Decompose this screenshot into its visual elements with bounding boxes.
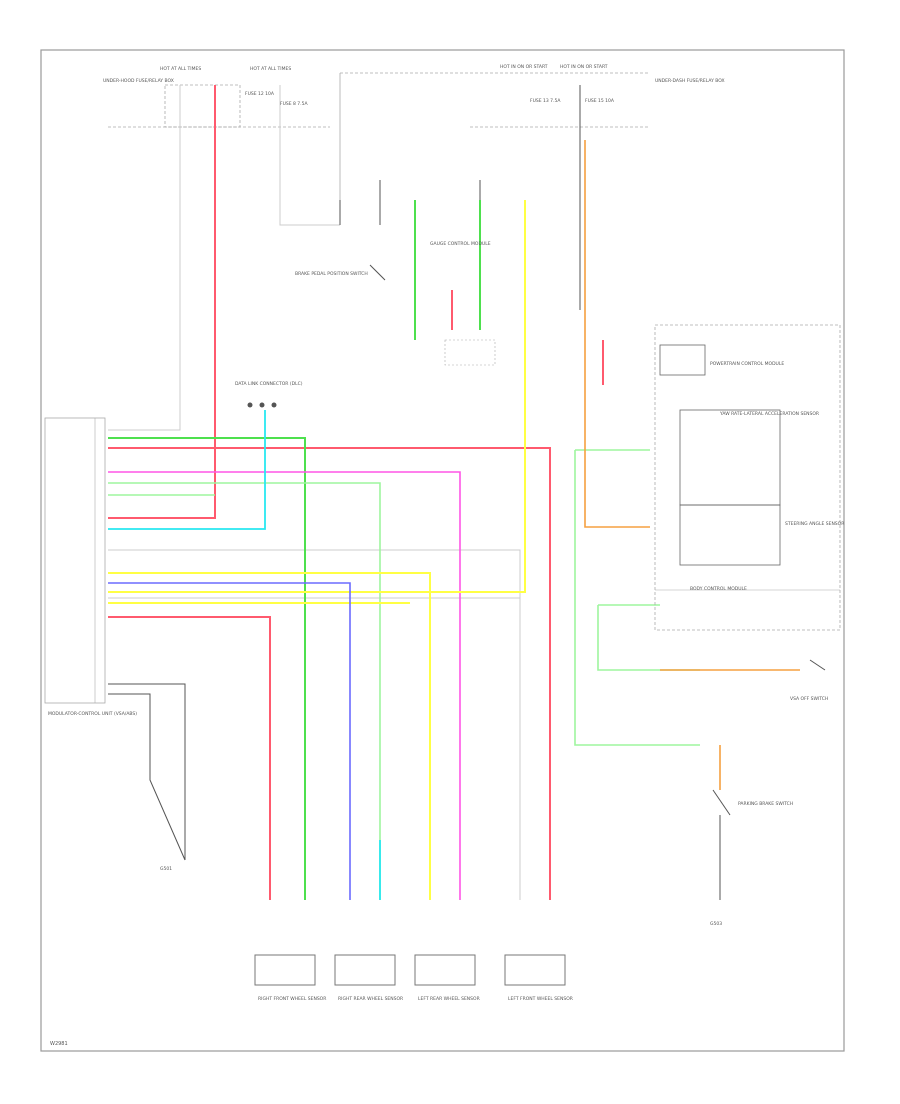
cyan-wires xyxy=(108,410,381,900)
brake-switch: BRAKE PEDAL POSITION SWITCH xyxy=(295,264,386,281)
blue-wires xyxy=(108,582,351,900)
wheel-sensor-label: RIGHT REAR WHEEL SENSOR xyxy=(338,996,403,1002)
fuse-box-title: UNDER-DASH FUSE/RELAY BOX xyxy=(655,78,725,84)
fuse-box-title: UNDER-HOOD FUSE/RELAY BOX xyxy=(103,78,174,84)
wheel-sensor-rf: RIGHT FRONT WHEEL SENSOR xyxy=(254,954,326,1002)
fuse-label: FUSE 12 10A xyxy=(245,91,275,97)
vsa-switch-label: VSA OFF SWITCH xyxy=(790,696,828,702)
page-border xyxy=(40,49,845,1052)
ground-label: G503 xyxy=(710,921,722,927)
ground-left: G501 xyxy=(160,866,172,872)
wheel-sensor-label: RIGHT FRONT WHEEL SENSOR xyxy=(258,996,326,1002)
fuse-box-right: HOT IN ON OR START HOT IN ON OR START UN… xyxy=(339,64,725,200)
fuse-label: FUSE 8 7.5A xyxy=(280,101,308,107)
gauge-module: GAUGE CONTROL MODULE xyxy=(430,241,496,366)
green-wires xyxy=(108,200,481,900)
bcm-label: BODY CONTROL MODULE xyxy=(690,586,747,592)
dark-wires xyxy=(108,85,581,861)
brake-switch-label: BRAKE PEDAL POSITION SWITCH xyxy=(295,271,368,277)
yaw-sensor-label: YAW RATE-LATERAL ACCELERATION SENSOR xyxy=(719,411,819,417)
vsa-off-switch: VSA OFF SWITCH xyxy=(790,659,828,702)
parking-brake-switch: PARKING BRAKE SWITCH xyxy=(712,789,793,900)
dlc-label: DATA LINK CONNECTOR (DLC) xyxy=(235,381,303,387)
module-label: MODULATOR-CONTROL UNIT (VSA/ABS) xyxy=(48,711,137,717)
wheel-sensor-lr: LEFT REAR WHEEL SENSOR xyxy=(414,954,480,1002)
orange-wires xyxy=(584,140,800,790)
gauge-module-label: GAUGE CONTROL MODULE xyxy=(430,241,491,247)
fuse-box-left: HOT AT ALL TIMES HOT AT ALL TIMES UNDER-… xyxy=(103,66,330,128)
red-wires xyxy=(108,85,604,900)
fuse-block-label: HOT IN ON OR START xyxy=(560,64,608,70)
wheel-sensor-lf: LEFT FRONT WHEEL SENSOR xyxy=(504,954,573,1002)
page-id: W2981 xyxy=(50,1041,68,1047)
pink-wires xyxy=(108,471,461,900)
gray-wires xyxy=(108,85,521,900)
wheel-sensor-label: LEFT REAR WHEEL SENSOR xyxy=(418,996,480,1002)
fuse-block-label: HOT AT ALL TIMES xyxy=(160,66,201,72)
body-control-module: POWERTRAIN CONTROL MODULE YAW RATE-LATER… xyxy=(654,324,844,631)
dlc-connector: DATA LINK CONNECTOR (DLC) xyxy=(235,381,303,408)
fuse-label: FUSE 15 10A xyxy=(585,98,615,104)
fuse-block-label: HOT AT ALL TIMES xyxy=(250,66,291,72)
main-module: MODULATOR-CONTROL UNIT (VSA/ABS) xyxy=(44,417,137,717)
steering-sensor-label: STEERING ANGLE SENSOR xyxy=(785,521,844,527)
ground-right: G503 xyxy=(710,921,722,927)
pcm-label: POWERTRAIN CONTROL MODULE xyxy=(710,361,784,367)
ground-label: G501 xyxy=(160,866,172,872)
wheel-sensor-label: LEFT FRONT WHEEL SENSOR xyxy=(508,996,573,1002)
yellow-wires xyxy=(108,200,526,900)
parking-brake-label: PARKING BRAKE SWITCH xyxy=(738,801,793,807)
fuse-block-label: HOT IN ON OR START xyxy=(500,64,548,70)
wheel-sensor-rr: RIGHT REAR WHEEL SENSOR xyxy=(334,954,403,1002)
light-green-wires xyxy=(108,449,700,900)
fuse-label: FUSE 13 7.5A xyxy=(530,98,561,104)
